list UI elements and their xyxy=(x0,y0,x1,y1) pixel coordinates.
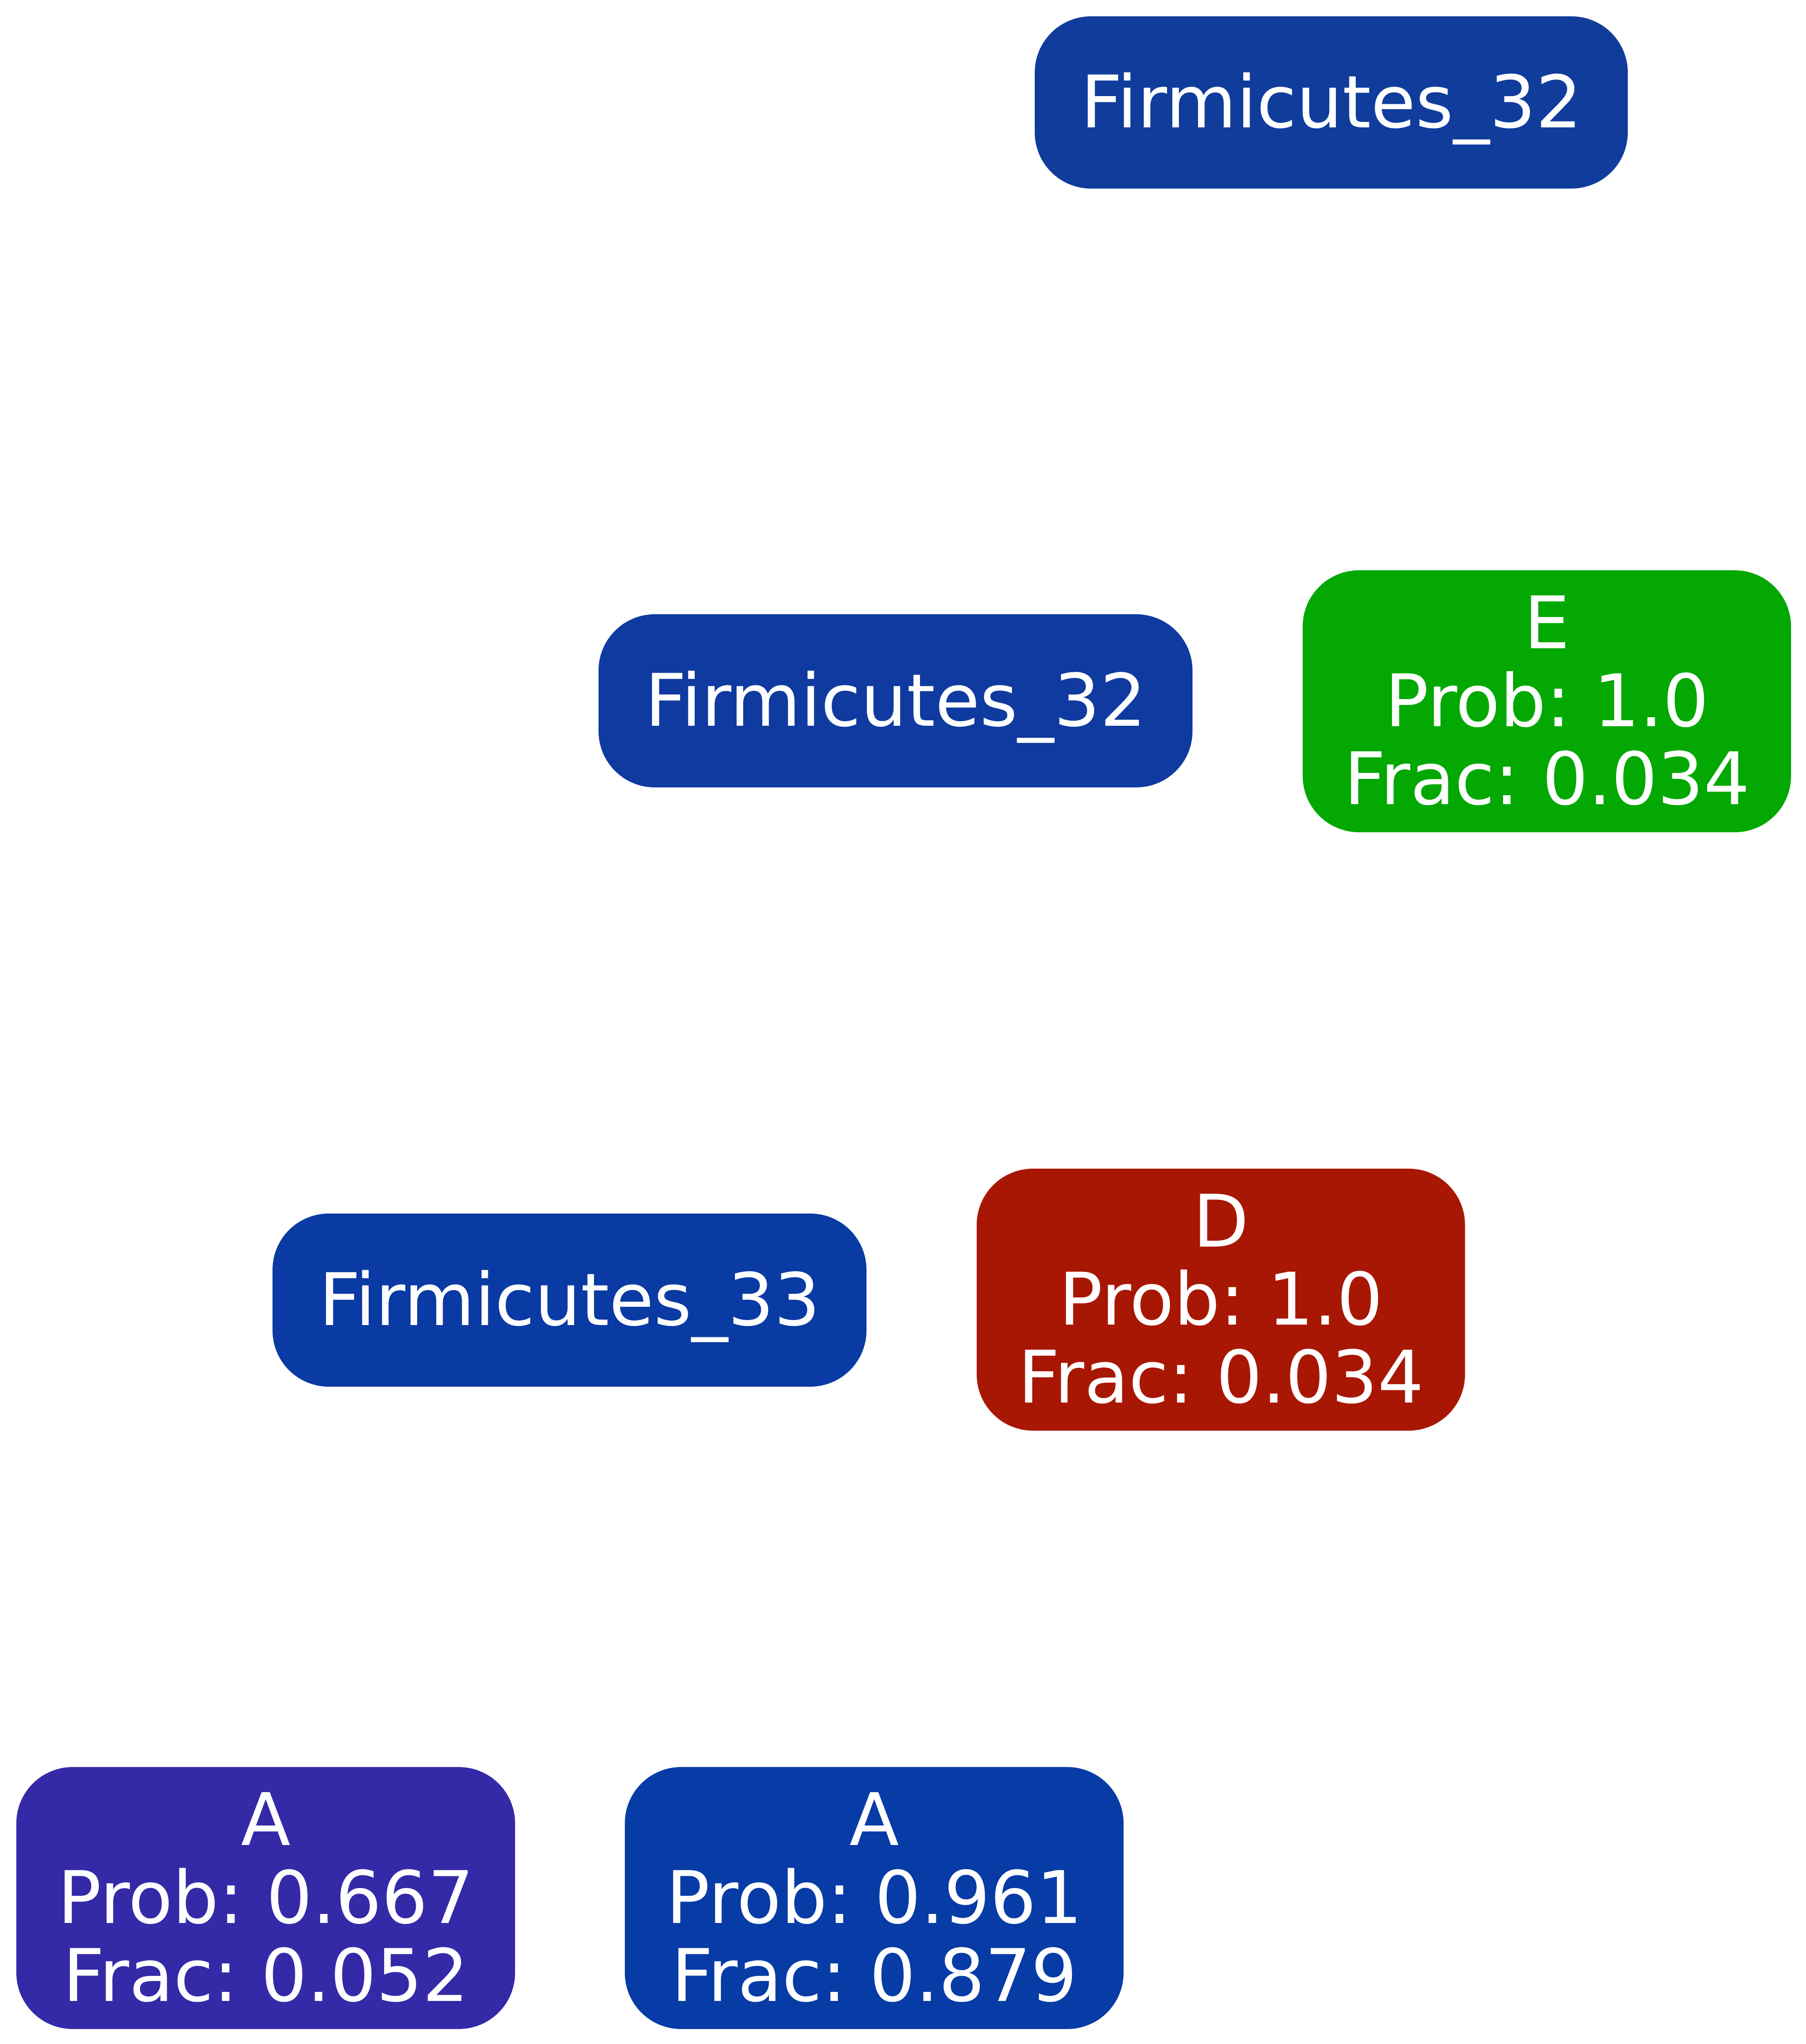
leaf-a2: A Prob: 0.961 Frac: 0.879 xyxy=(625,1767,1124,2029)
node-inner-label: Firmicutes_32 xyxy=(645,658,1146,743)
node-root-label: Firmicutes_32 xyxy=(1081,60,1582,145)
leaf-d-prob: Prob: 1.0 xyxy=(1059,1257,1383,1342)
leaf-d-label: D xyxy=(1193,1179,1249,1264)
node-inner2-label: Firmicutes_33 xyxy=(319,1257,820,1342)
leaf-d-frac: Frac: 0.034 xyxy=(1018,1335,1424,1420)
leaf-a1-prob: Prob: 0.667 xyxy=(57,1855,474,1940)
node-root: Firmicutes_32 xyxy=(1035,16,1628,189)
leaf-a2-label: A xyxy=(849,1777,899,1862)
leaf-d: D Prob: 1.0 Frac: 0.034 xyxy=(977,1169,1465,1431)
leaf-e: E Prob: 1.0 Frac: 0.034 xyxy=(1303,570,1791,832)
leaf-a1-frac: Frac: 0.052 xyxy=(63,1933,469,2018)
node-inner: Firmicutes_32 xyxy=(599,614,1193,787)
leaf-a1-label: A xyxy=(241,1777,291,1862)
leaf-e-label: E xyxy=(1524,581,1570,665)
leaf-e-frac: Frac: 0.034 xyxy=(1344,737,1750,821)
leaf-e-prob: Prob: 1.0 xyxy=(1385,659,1709,743)
leaf-a2-frac: Frac: 0.879 xyxy=(671,1933,1077,2018)
leaf-a2-prob: Prob: 0.961 xyxy=(666,1855,1083,1940)
leaf-a1: A Prob: 0.667 Frac: 0.052 xyxy=(16,1767,515,2029)
node-inner2: Firmicutes_33 xyxy=(273,1214,866,1387)
